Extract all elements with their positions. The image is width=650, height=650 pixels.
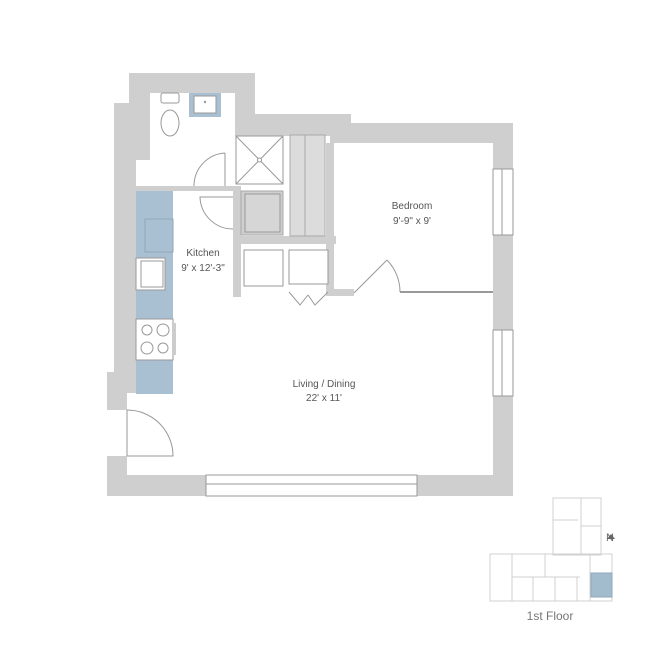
living-dining-label: Living / Dining: [292, 379, 356, 390]
bedroom-door-swing: [353, 259, 401, 294]
wall: [326, 143, 334, 296]
bifold-door: [288, 291, 329, 306]
toilet-icon: [160, 92, 180, 137]
bedroom-label: Bedroom: [391, 201, 433, 212]
washer-dryer-inner: [244, 193, 281, 233]
kitchen-counter-divider: [144, 218, 174, 253]
closet-shelving: [289, 134, 326, 237]
floor-label: 1st Floor: [526, 609, 574, 623]
entry-door-swing: [126, 409, 174, 457]
north-arrow-icon: [607, 534, 615, 539]
closet: [243, 249, 284, 287]
entry-opening: [107, 410, 128, 456]
window: [205, 168, 514, 497]
wall: [233, 236, 336, 244]
stove-icon: [135, 318, 176, 361]
main-floor: [127, 136, 493, 475]
keyplan-unit-highlight: [590, 572, 613, 598]
kitchen-size: 9' x 12'-3": [181, 263, 225, 274]
bathroom-door-swing: [193, 152, 226, 187]
kitchen-sink-icon: [135, 257, 166, 291]
north-label: N: [606, 532, 614, 544]
kitchen-label: Kitchen: [186, 248, 220, 259]
kitchen-door-swing: [199, 196, 234, 230]
sink-icon: [189, 93, 221, 117]
closet: [288, 249, 329, 285]
living-dining-size: 22' x 11': [306, 393, 342, 404]
bedroom-size: 9'-9" x 9': [393, 216, 431, 227]
wall: [326, 289, 354, 296]
shower-icon: [235, 135, 284, 185]
